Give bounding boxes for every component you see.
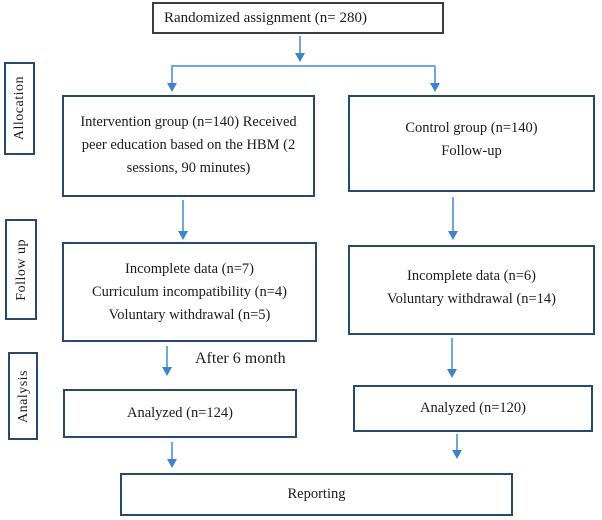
follow-up-control-line1: Incomplete data (n=6): [407, 268, 536, 284]
arrow-analyzed-right-to-reporting: [452, 434, 462, 459]
stage-follow-up-box: Follow up: [5, 219, 37, 320]
stage-allocation-label: Allocation: [12, 76, 27, 141]
follow-up-intervention-line3: Voluntary withdrawal (n=5): [108, 307, 271, 323]
split-connector-line: [171, 65, 435, 67]
stage-follow-up-label: Follow up: [13, 238, 29, 301]
arrow-split-to-intervention: [167, 66, 177, 92]
analyzed-intervention-label: Analyzed (n=124): [126, 405, 234, 421]
follow-up-intervention-box: Incomplete data (n=7) Curriculum incompa…: [62, 242, 317, 342]
control-group-line1: Control group (n=140): [405, 120, 538, 136]
stage-analysis-label: Analysis: [15, 369, 31, 423]
arrow-randomized-to-split: [295, 36, 305, 62]
follow-up-intervention-line2: Curriculum incompatibility (n=4): [91, 284, 288, 300]
analyzed-control-label: Analyzed (n=120): [419, 400, 527, 416]
reporting-box: Reporting: [120, 473, 513, 516]
stage-allocation-box: Allocation: [4, 62, 35, 155]
arrow-analyzed-left-to-reporting: [167, 442, 177, 468]
randomized-assignment-box: Randomized assignment (n= 280): [152, 2, 444, 34]
arrow-follow-up-to-analyzed-left: [162, 346, 172, 376]
follow-up-intervention-line1: Incomplete data (n=7): [125, 261, 254, 277]
follow-up-control-line2: Voluntary withdrawal (n=14): [387, 291, 556, 307]
analyzed-control-box: Analyzed (n=120): [353, 385, 593, 432]
control-group-box: Control group (n=140) Follow-up: [348, 95, 595, 192]
follow-up-control-box: Incomplete data (n=6) Voluntary withdraw…: [348, 245, 595, 335]
arrow-intervention-to-follow-up: [178, 200, 188, 240]
analyzed-intervention-box: Analyzed (n=124): [63, 389, 297, 438]
reporting-label: Reporting: [287, 486, 346, 502]
arrow-follow-up-to-analyzed-right: [447, 338, 457, 378]
control-group-line2: Follow-up: [441, 143, 502, 159]
intervention-group-box: Intervention group (n=140) Received peer…: [62, 95, 315, 197]
arrow-split-to-control: [430, 66, 440, 92]
randomized-assignment-label: Randomized assignment (n= 280): [164, 9, 368, 26]
intervention-group-label: Intervention group (n=140) Received peer…: [80, 114, 297, 176]
after-six-month-label: After 6 month: [195, 350, 286, 367]
arrow-control-to-follow-up: [448, 197, 458, 240]
stage-analysis-box: Analysis: [8, 352, 38, 440]
